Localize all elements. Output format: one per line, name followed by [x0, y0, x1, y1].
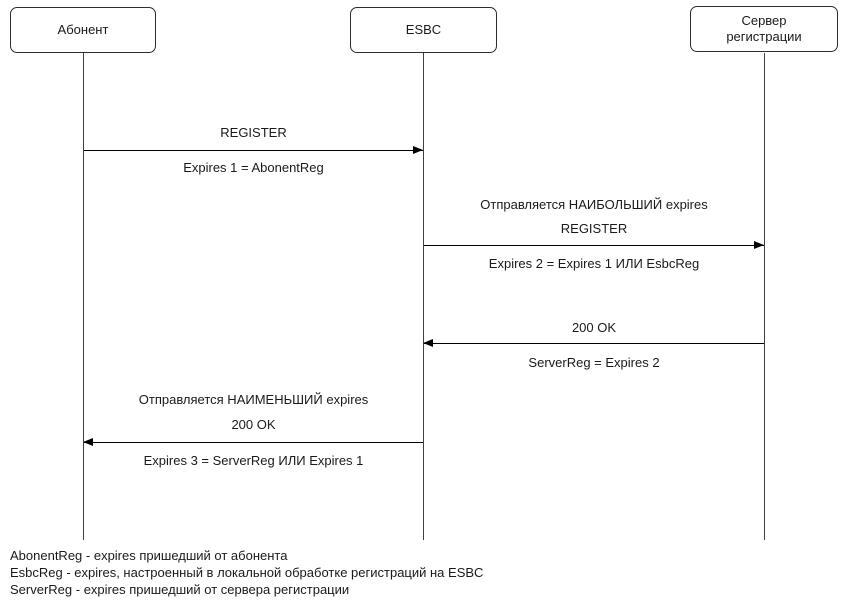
actor-abonent-label: Абонент [57, 22, 109, 37]
actor-esbc-label: ESBC [405, 22, 442, 37]
message-4-arrow-line [84, 442, 423, 443]
message-4-note-above: Отправляется НАИМЕНЬШИЙ expires [138, 392, 369, 407]
actor-esbc: ESBC [350, 7, 497, 53]
arrowhead-left-icon [83, 438, 93, 446]
message-3-label: 200 OK [571, 320, 617, 335]
actor-abonent: Абонент [10, 7, 156, 53]
message-3-arrow-line [424, 343, 764, 344]
legend: AbonentReg - expires пришедший от абонен… [10, 547, 483, 598]
message-1-label: REGISTER [220, 125, 287, 140]
actor-registration-server-label: Сервер регистрации [726, 13, 802, 44]
message-2-note-below: Expires 2 = Expires 1 ИЛИ EsbcReg [488, 256, 700, 271]
lifeline-abonent [83, 53, 84, 540]
message-2-label: REGISTER [560, 221, 628, 236]
message-4-label: 200 OK [231, 417, 276, 432]
message-1-arrow-line [84, 150, 423, 151]
legend-line-esbcreg: EsbcReg - expires, настроенный в локальн… [10, 565, 484, 580]
message-2-note-above: Отправляется НАИБОЛЬШИЙ expires [480, 197, 708, 212]
arrowhead-right-icon [413, 146, 423, 154]
arrowhead-left-icon [423, 339, 433, 347]
message-1-note-below: Expires 1 = AbonentReg [183, 160, 324, 175]
message-4-note-below: Expires 3 = ServerReg ИЛИ Expires 1 [143, 453, 364, 468]
actor-registration-server: Сервер регистрации [690, 6, 838, 52]
message-2-arrow-line [424, 245, 764, 246]
arrowhead-right-icon [754, 241, 764, 249]
lifeline-registration-server [764, 53, 765, 540]
message-3-note-below: ServerReg = Expires 2 [528, 355, 660, 370]
legend-line-abonentreg: AbonentReg - expires пришедший от абонен… [10, 548, 288, 563]
lifeline-esbc [423, 53, 424, 540]
legend-line-serverreg: ServerReg - expires пришедший от сервера… [10, 582, 350, 597]
